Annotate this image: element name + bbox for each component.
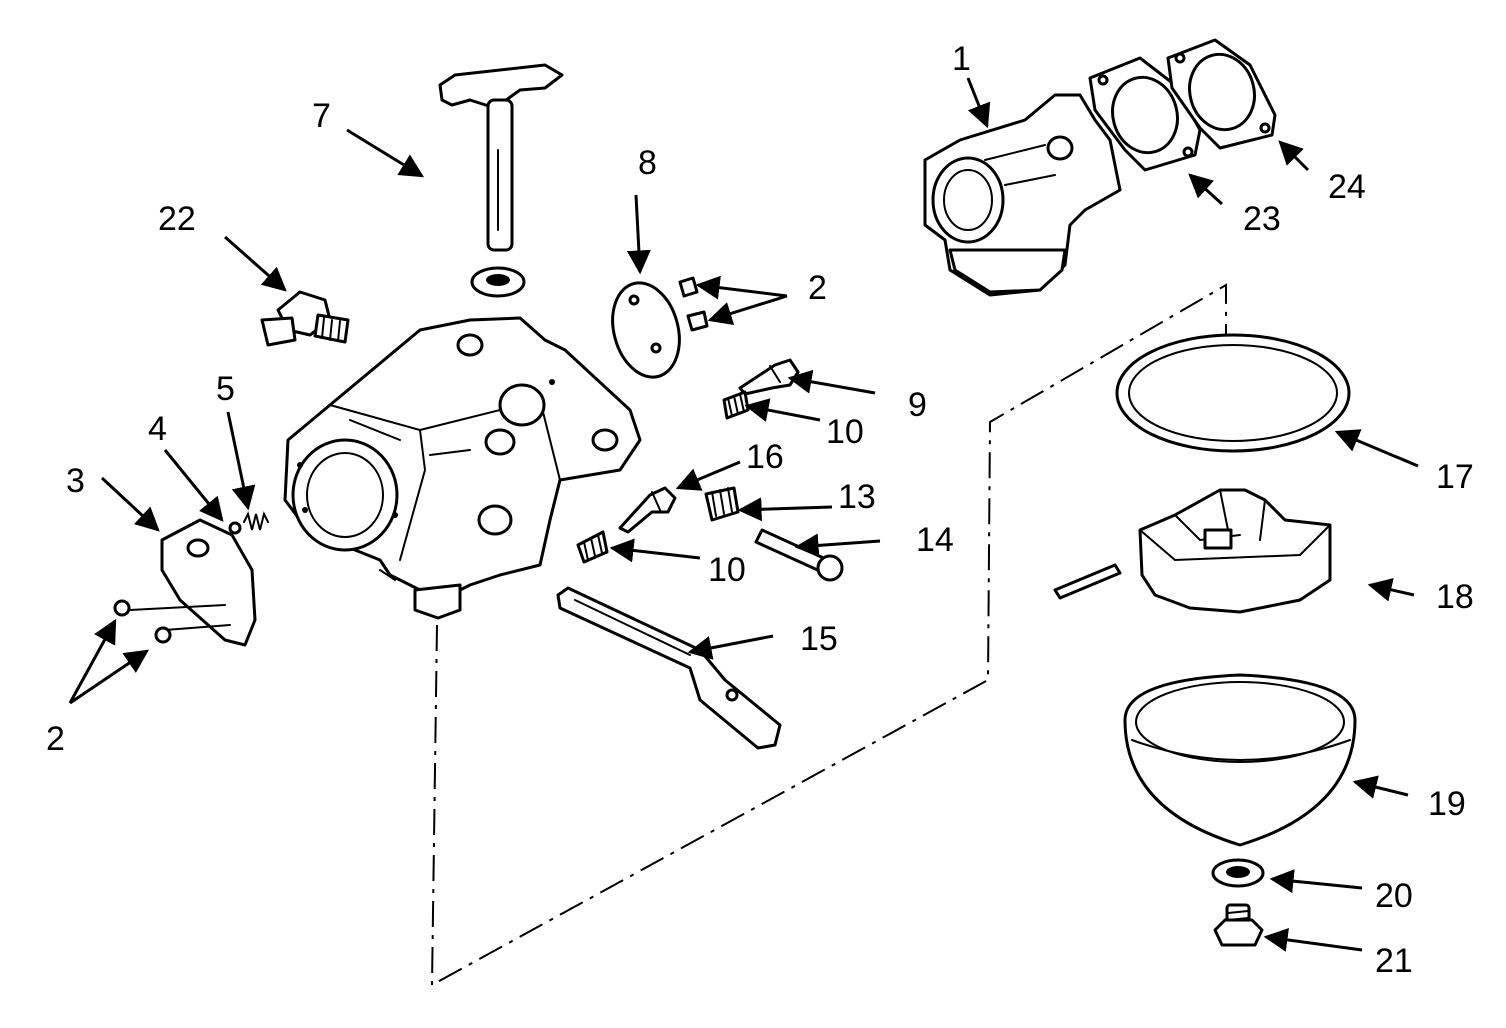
label-4: 4 bbox=[148, 410, 167, 448]
arrow-7 bbox=[346, 128, 425, 178]
arrow-8 bbox=[626, 194, 651, 275]
part-7-shaft bbox=[438, 63, 564, 252]
arrow-2-upper-a bbox=[695, 275, 788, 300]
arrow-14 bbox=[794, 533, 881, 558]
label-22: 22 bbox=[158, 200, 196, 238]
leader-arrows bbox=[68, 77, 1419, 952]
part-18-float bbox=[1138, 488, 1332, 614]
label-15: 15 bbox=[800, 620, 838, 658]
arrow-15 bbox=[687, 634, 774, 660]
label-2-lower: 2 bbox=[46, 720, 65, 758]
part-9-needle bbox=[738, 358, 800, 396]
label-21: 21 bbox=[1375, 942, 1413, 980]
label-14: 14 bbox=[916, 521, 954, 559]
arrow-22 bbox=[224, 235, 287, 292]
arrow-19 bbox=[1352, 775, 1409, 799]
label-3: 3 bbox=[66, 462, 85, 500]
part-15-throttle-shaft bbox=[556, 586, 782, 750]
part-19-float-bowl bbox=[1123, 673, 1357, 847]
part-13-spring bbox=[704, 486, 740, 522]
arrow-13 bbox=[737, 497, 833, 522]
arrow-16 bbox=[675, 460, 741, 491]
arrow-1 bbox=[966, 77, 991, 129]
label-23: 23 bbox=[1243, 200, 1281, 238]
part-shaft-washer bbox=[470, 266, 526, 298]
label-9: 9 bbox=[908, 386, 927, 424]
part-20-washer bbox=[1211, 858, 1265, 888]
part-3-cover-plate bbox=[129, 518, 257, 647]
arrow-17 bbox=[1334, 429, 1419, 468]
arrow-9 bbox=[787, 369, 876, 395]
label-1: 1 bbox=[952, 40, 971, 78]
part-2-screws-left bbox=[113, 599, 172, 644]
arrow-18 bbox=[1367, 578, 1415, 602]
part-17-o-ring bbox=[1115, 333, 1351, 453]
label-5: 5 bbox=[216, 370, 235, 408]
arrow-24 bbox=[1278, 140, 1310, 172]
arrow-21 bbox=[1263, 928, 1363, 952]
label-24: 24 bbox=[1328, 168, 1366, 206]
arrow-20 bbox=[1269, 869, 1363, 894]
label-19: 19 bbox=[1428, 785, 1466, 823]
arrow-3 bbox=[100, 476, 160, 532]
label-18: 18 bbox=[1436, 578, 1474, 616]
arrow-2-lower-b bbox=[69, 649, 149, 705]
assembly-guide-line bbox=[430, 283, 1227, 987]
label-10-upper: 10 bbox=[826, 413, 864, 451]
part-14-screw bbox=[754, 528, 844, 582]
main-carburetor-body bbox=[283, 316, 642, 620]
label-13: 13 bbox=[838, 478, 876, 516]
arrow-23 bbox=[1188, 173, 1224, 206]
part-5-spring bbox=[243, 511, 269, 531]
arrow-5 bbox=[226, 411, 256, 511]
part-22-fuel-fitting bbox=[260, 290, 350, 347]
label-10-lower: 10 bbox=[708, 551, 746, 589]
part-number-labels: 1 7 8 22 2 5 9 4 10 16 3 13 14 10 15 2 2… bbox=[46, 40, 1474, 980]
arrow-4 bbox=[163, 449, 224, 522]
label-7: 7 bbox=[312, 97, 331, 135]
label-20: 20 bbox=[1375, 877, 1413, 915]
part-1-carburetor-assembly bbox=[923, 93, 1122, 297]
part-10-spring-lower bbox=[576, 530, 609, 564]
part-18-float-pin bbox=[1053, 563, 1122, 600]
part-10-spring-upper bbox=[722, 390, 750, 420]
part-24-gasket bbox=[1166, 38, 1277, 150]
part-4-ball bbox=[228, 521, 242, 535]
label-17: 17 bbox=[1436, 458, 1474, 496]
label-16: 16 bbox=[746, 438, 784, 476]
part-8-diaphragm bbox=[611, 281, 681, 379]
label-8: 8 bbox=[638, 144, 657, 182]
part-16-needle bbox=[618, 486, 677, 534]
arrow-10-lower bbox=[609, 538, 701, 563]
label-2-upper: 2 bbox=[808, 269, 827, 307]
arrow-2-lower-a bbox=[68, 618, 117, 704]
arrow-10-upper bbox=[744, 398, 821, 422]
arrow-2-upper-b bbox=[707, 294, 788, 326]
part-21-bolt bbox=[1213, 903, 1264, 947]
